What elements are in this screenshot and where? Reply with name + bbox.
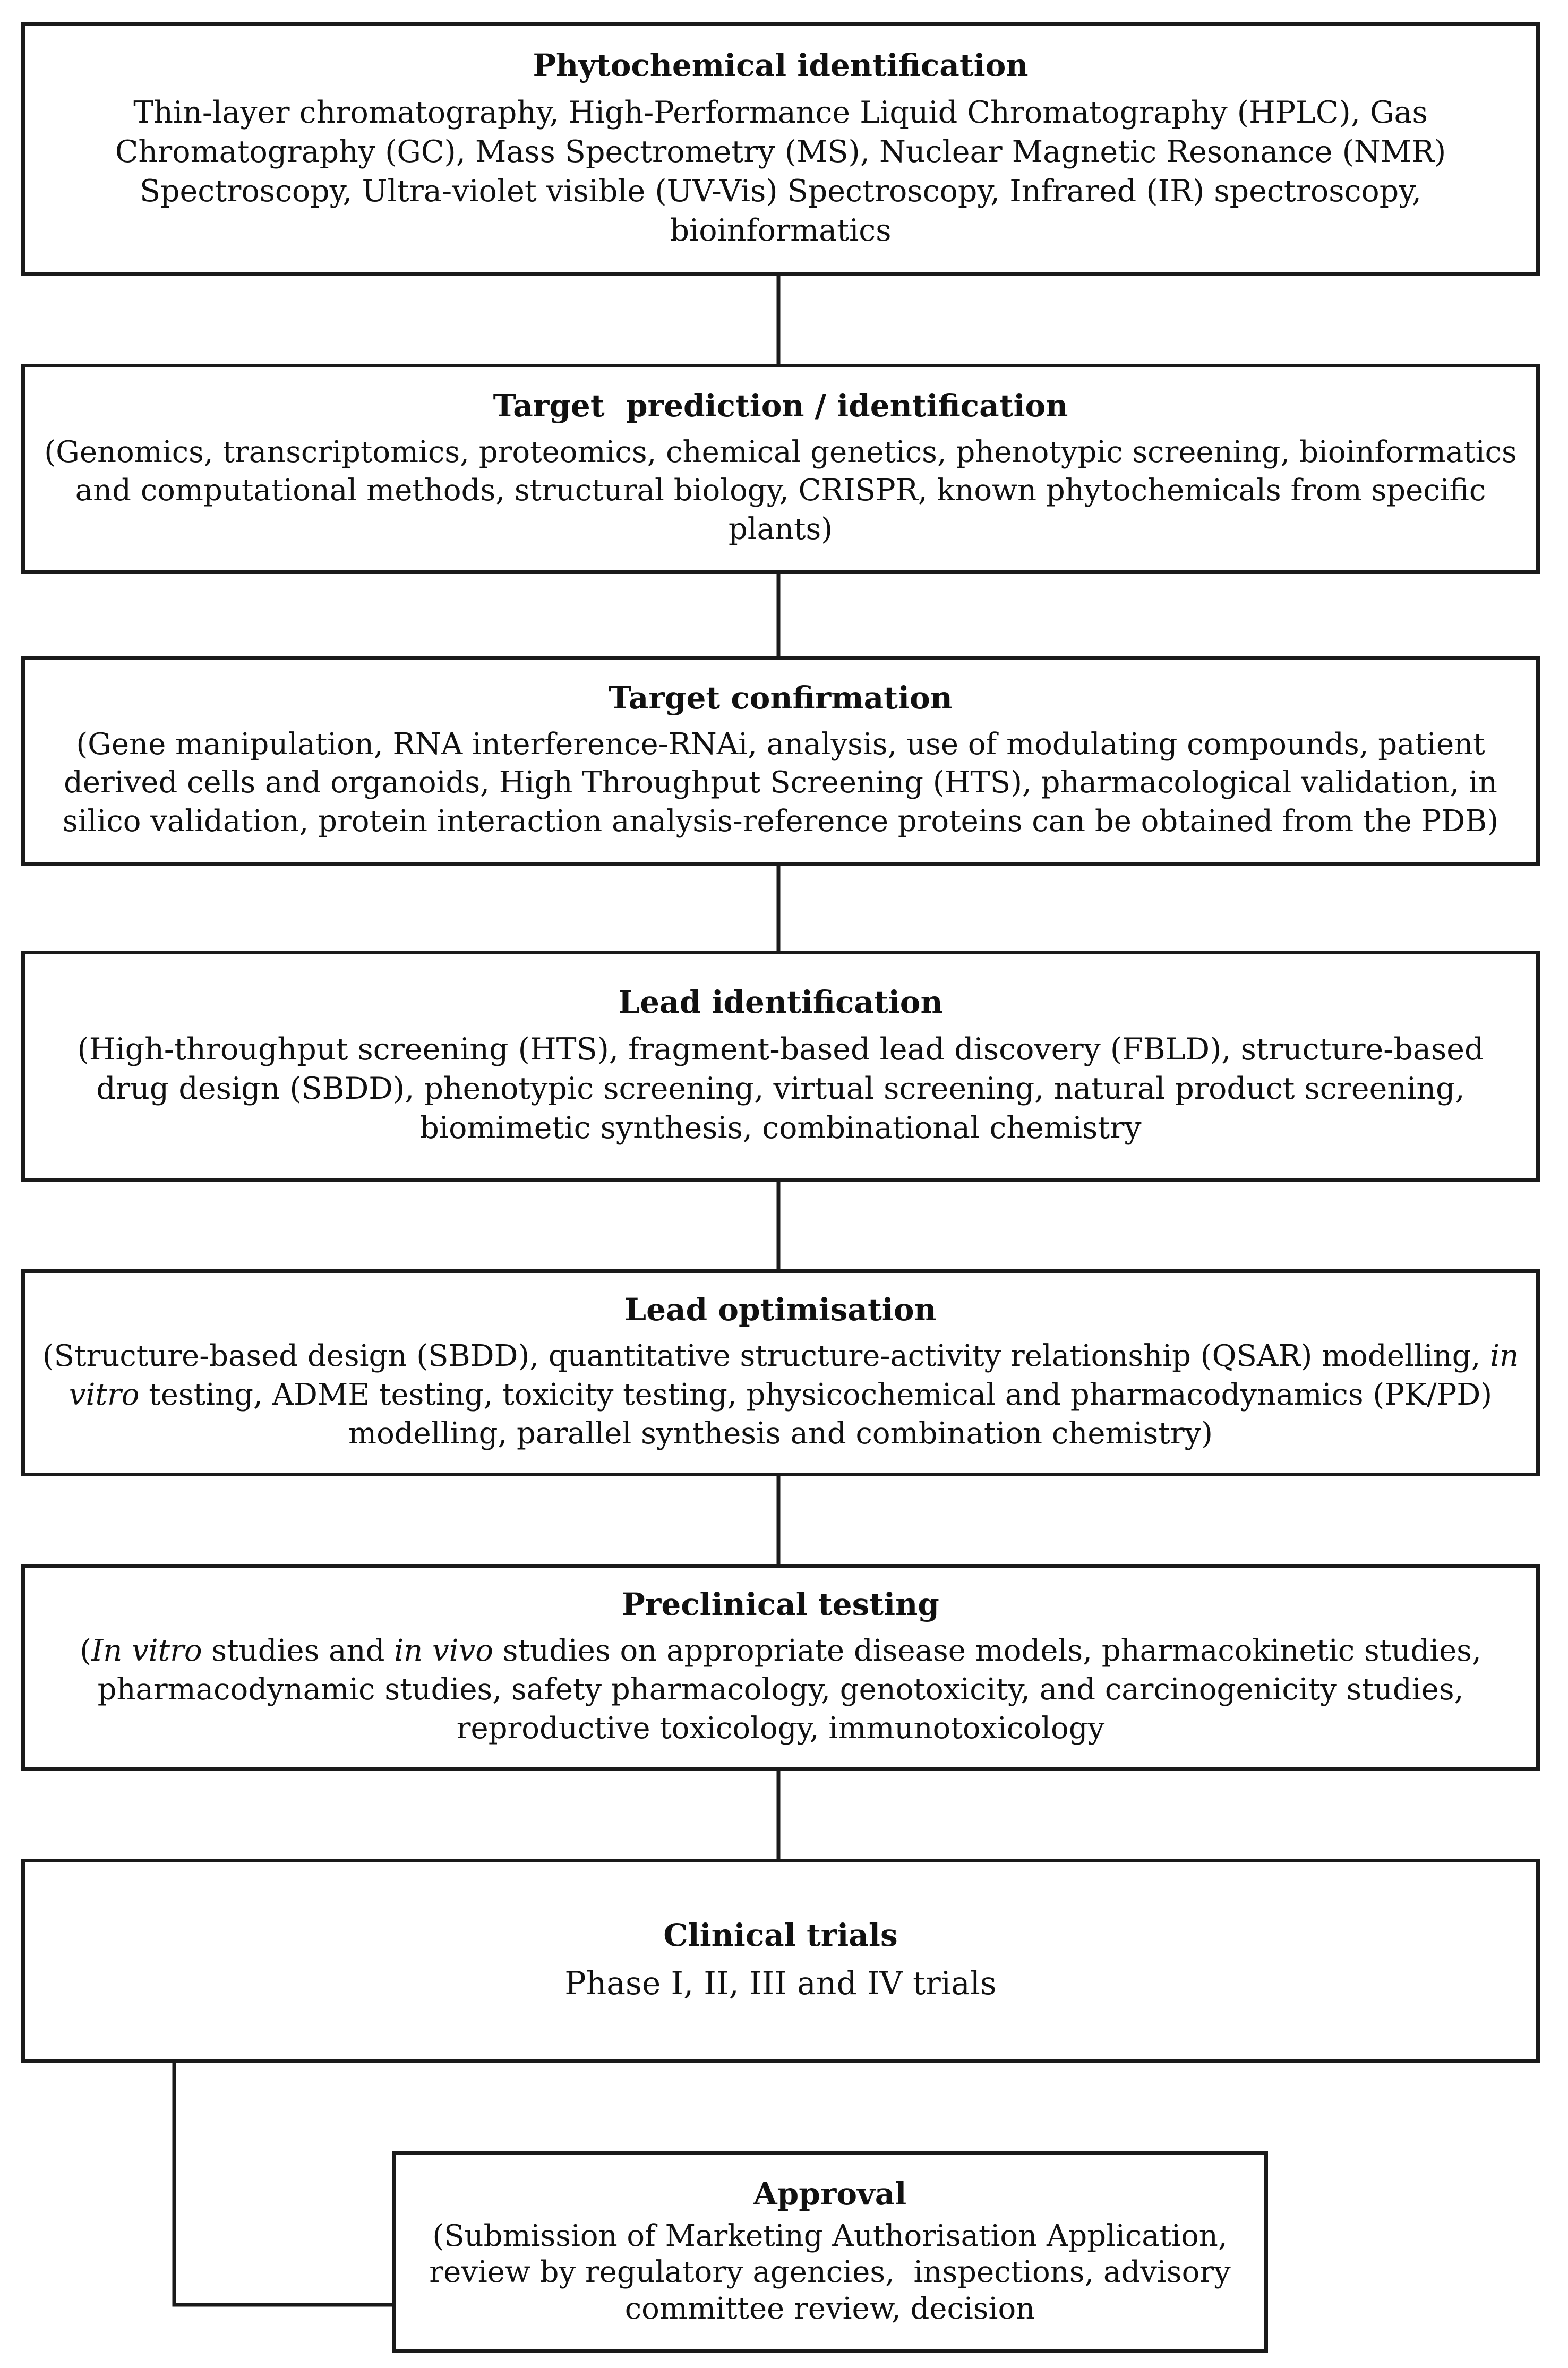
step-title: Clinical trials: [663, 1917, 898, 1954]
step-preclinical-testing: Preclinical testing (In vitro studies an…: [21, 1564, 1540, 1771]
step-title: Target prediction / identification: [493, 387, 1068, 424]
step-description: (Submission of Marketing Authorisation A…: [429, 2218, 1240, 2326]
step-description: (Gene manipulation, RNA interference-RNA…: [62, 726, 1499, 839]
step-title: Phytochemical identification: [533, 47, 1029, 84]
step-title: Lead identification: [618, 984, 943, 1021]
step-title: Preclinical testing: [622, 1586, 939, 1623]
step-description: (In vitro studies and in vivo studies on…: [80, 1634, 1481, 1746]
step-title: Target confirmation: [609, 679, 953, 716]
step-description: (High-throughput screening (HTS), fragme…: [77, 1031, 1484, 1145]
step-description: (Genomics, transcriptomics, proteomics, …: [44, 434, 1517, 547]
step-phytochemical-identification: Phytochemical identification Thin-layer …: [21, 22, 1540, 276]
step-lead-optimisation: Lead optimisation (Structure-based desig…: [21, 1269, 1540, 1476]
step-lead-identification: Lead identification (High-throughput scr…: [21, 951, 1540, 1182]
step-description: Thin-layer chromatography, High-Performa…: [115, 95, 1446, 249]
step-target-prediction: Target prediction / identification (Geno…: [21, 364, 1540, 574]
step-clinical-trials: Clinical trials Phase I, II, III and IV …: [21, 1859, 1540, 2063]
step-target-confirmation: Target confirmation (Gene manipulation, …: [21, 656, 1540, 866]
step-title: Lead optimisation: [624, 1292, 937, 1328]
step-title: Approval: [753, 2176, 907, 2212]
step-description: Phase I, II, III and IV trials: [564, 1964, 997, 2002]
step-description: (Structure-based design (SBDD), quantita…: [42, 1339, 1519, 1451]
step-approval: Approval (Submission of Marketing Author…: [392, 2151, 1268, 2353]
